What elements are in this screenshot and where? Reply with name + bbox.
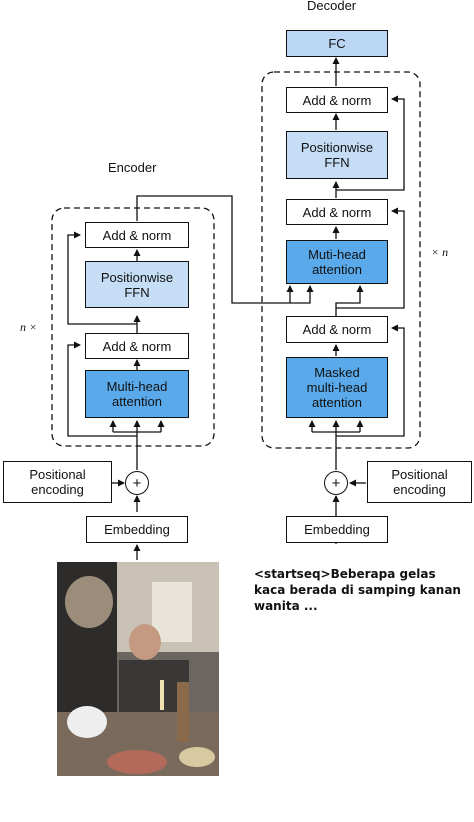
decoder-multi-head-attention: Muti-head attention: [286, 240, 388, 284]
encoder-add-norm-bottom: Add & norm: [85, 333, 189, 359]
decoder-add-norm-top: Add & norm: [286, 87, 388, 113]
photo-illustration: [57, 562, 219, 776]
positional-encoding-right: Positional encoding: [367, 461, 472, 503]
embedding-right-label: Embedding: [304, 522, 370, 537]
encoder-attention-label: Multi-head attention: [106, 379, 168, 409]
decoder-frame: [261, 71, 421, 449]
decoder-add-norm-top-label: Add & norm: [302, 92, 372, 108]
input-photo: [57, 562, 219, 776]
decoder-add-norm-bottom-label: Add & norm: [302, 322, 372, 337]
encoder-add-norm-top-label: Add & norm: [102, 227, 172, 243]
positional-encoding-right-label: Positional encoding: [391, 467, 448, 497]
encoder-title: Encoder: [108, 160, 157, 175]
encoder-add-norm-top: Add & norm: [85, 222, 189, 248]
encoder-add-norm-bottom-label: Add & norm: [102, 338, 172, 354]
encoder-multi-head-attention: Multi-head attention: [85, 370, 189, 418]
encoder-frame: [51, 207, 215, 447]
embedding-left-label: Embedding: [104, 522, 170, 537]
encoder-ffn-label: Positionwise FFN: [100, 269, 174, 300]
decoder-attention-label: Muti-head attention: [308, 247, 366, 277]
decoder-fc-label: FC: [328, 36, 346, 51]
plus-left-symbol: +: [132, 474, 142, 492]
decoder-ffn: Positionwise FFN: [286, 131, 388, 179]
embedding-left: Embedding: [86, 516, 188, 543]
decoder-title: Decoder: [307, 0, 357, 13]
plus-right-icon: +: [324, 471, 348, 495]
decoder-add-norm-bottom: Add & norm: [286, 316, 388, 343]
plus-left-icon: +: [125, 471, 149, 495]
positional-encoding-left: Positional encoding: [3, 461, 112, 503]
decoder-masked-attention-label: Masked multi-head attention: [306, 365, 368, 410]
decoder-add-norm-mid-label: Add & norm: [302, 204, 372, 220]
encoder-ffn: Positionwise FFN: [85, 261, 189, 308]
encoder-repeat-label: n ×: [20, 320, 38, 334]
decoder-repeat-label: × n: [431, 245, 449, 259]
decoder-masked-attention: Masked multi-head attention: [286, 357, 388, 418]
decoder-ffn-label: Positionwise FFN: [300, 140, 374, 170]
decoder-add-norm-mid: Add & norm: [286, 199, 388, 225]
decoder-fc: FC: [286, 30, 388, 57]
embedding-right: Embedding: [286, 516, 388, 543]
positional-encoding-left-label: Positional encoding: [29, 467, 86, 497]
plus-right-symbol: +: [331, 474, 341, 492]
input-caption: <startseq>Beberapa gelas kaca berada di …: [254, 567, 461, 613]
